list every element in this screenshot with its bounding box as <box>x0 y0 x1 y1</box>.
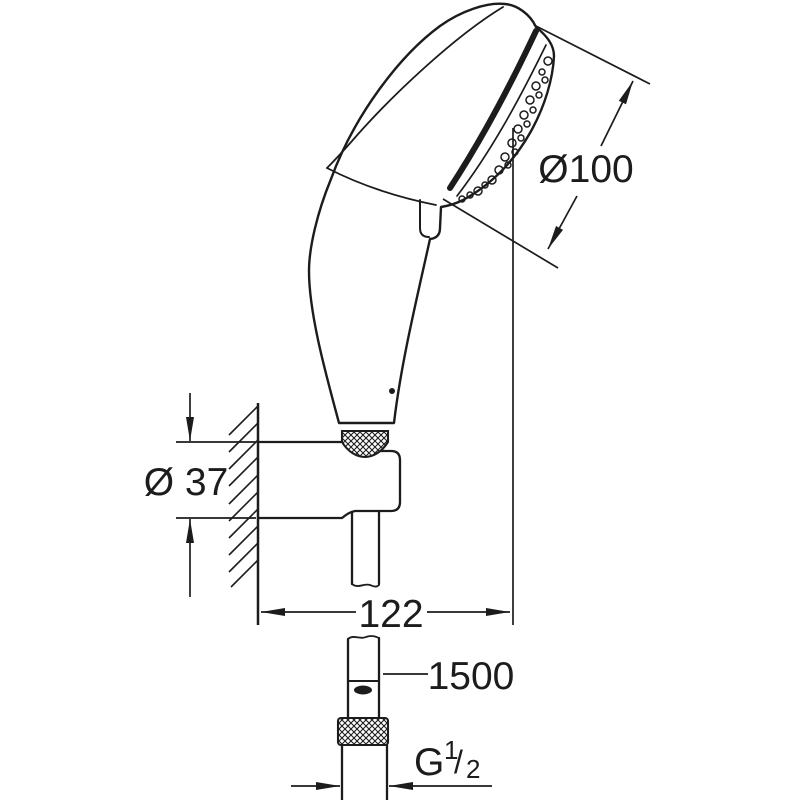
ext-line <box>442 198 559 269</box>
mode-tab <box>419 199 430 238</box>
dim-line <box>547 195 578 250</box>
dim-label-holder-diameter: Ø 37 <box>144 461 229 504</box>
face-rim-band <box>447 28 539 191</box>
dim-hose-length: 1500 <box>383 655 514 698</box>
dim-thread: G 1 / 2 <box>291 725 492 790</box>
dim-label-hose-length: 1500 <box>428 655 515 698</box>
handle-grip-dot <box>389 388 395 394</box>
holder-bottom-edge <box>256 509 381 520</box>
dim-head-diameter: Ø100 <box>442 24 651 269</box>
shower-head-outline <box>307 2 556 425</box>
hose-break-line-lower <box>347 635 380 640</box>
knurled-nut-top <box>340 429 390 459</box>
hose-break-line-upper <box>351 583 380 588</box>
wall-section <box>228 403 260 625</box>
hand-shower <box>307 2 556 425</box>
head-cone-junction-line <box>326 167 437 206</box>
dim-label-wall-to-head-center: 122 <box>358 593 423 636</box>
head-dome-ridge-line <box>326 6 504 169</box>
dim-label-head-diameter: Ø100 <box>538 148 633 191</box>
holder-knob <box>377 449 402 513</box>
wall-hatching <box>228 405 259 588</box>
dim-wall-to-head-center: 122 <box>261 128 514 636</box>
hose-end-marker <box>354 685 372 695</box>
hose-connector-nut <box>336 716 390 747</box>
shower-hose <box>336 509 390 802</box>
dim-line <box>600 80 634 147</box>
dim-holder-diameter: Ø 37 <box>144 393 256 597</box>
dim-label-thread: G 1 / 2 <box>414 725 480 784</box>
wall-holder <box>256 440 402 520</box>
face-inner-line <box>456 44 547 197</box>
spray-nozzles <box>458 56 553 203</box>
ext-line <box>533 24 651 85</box>
